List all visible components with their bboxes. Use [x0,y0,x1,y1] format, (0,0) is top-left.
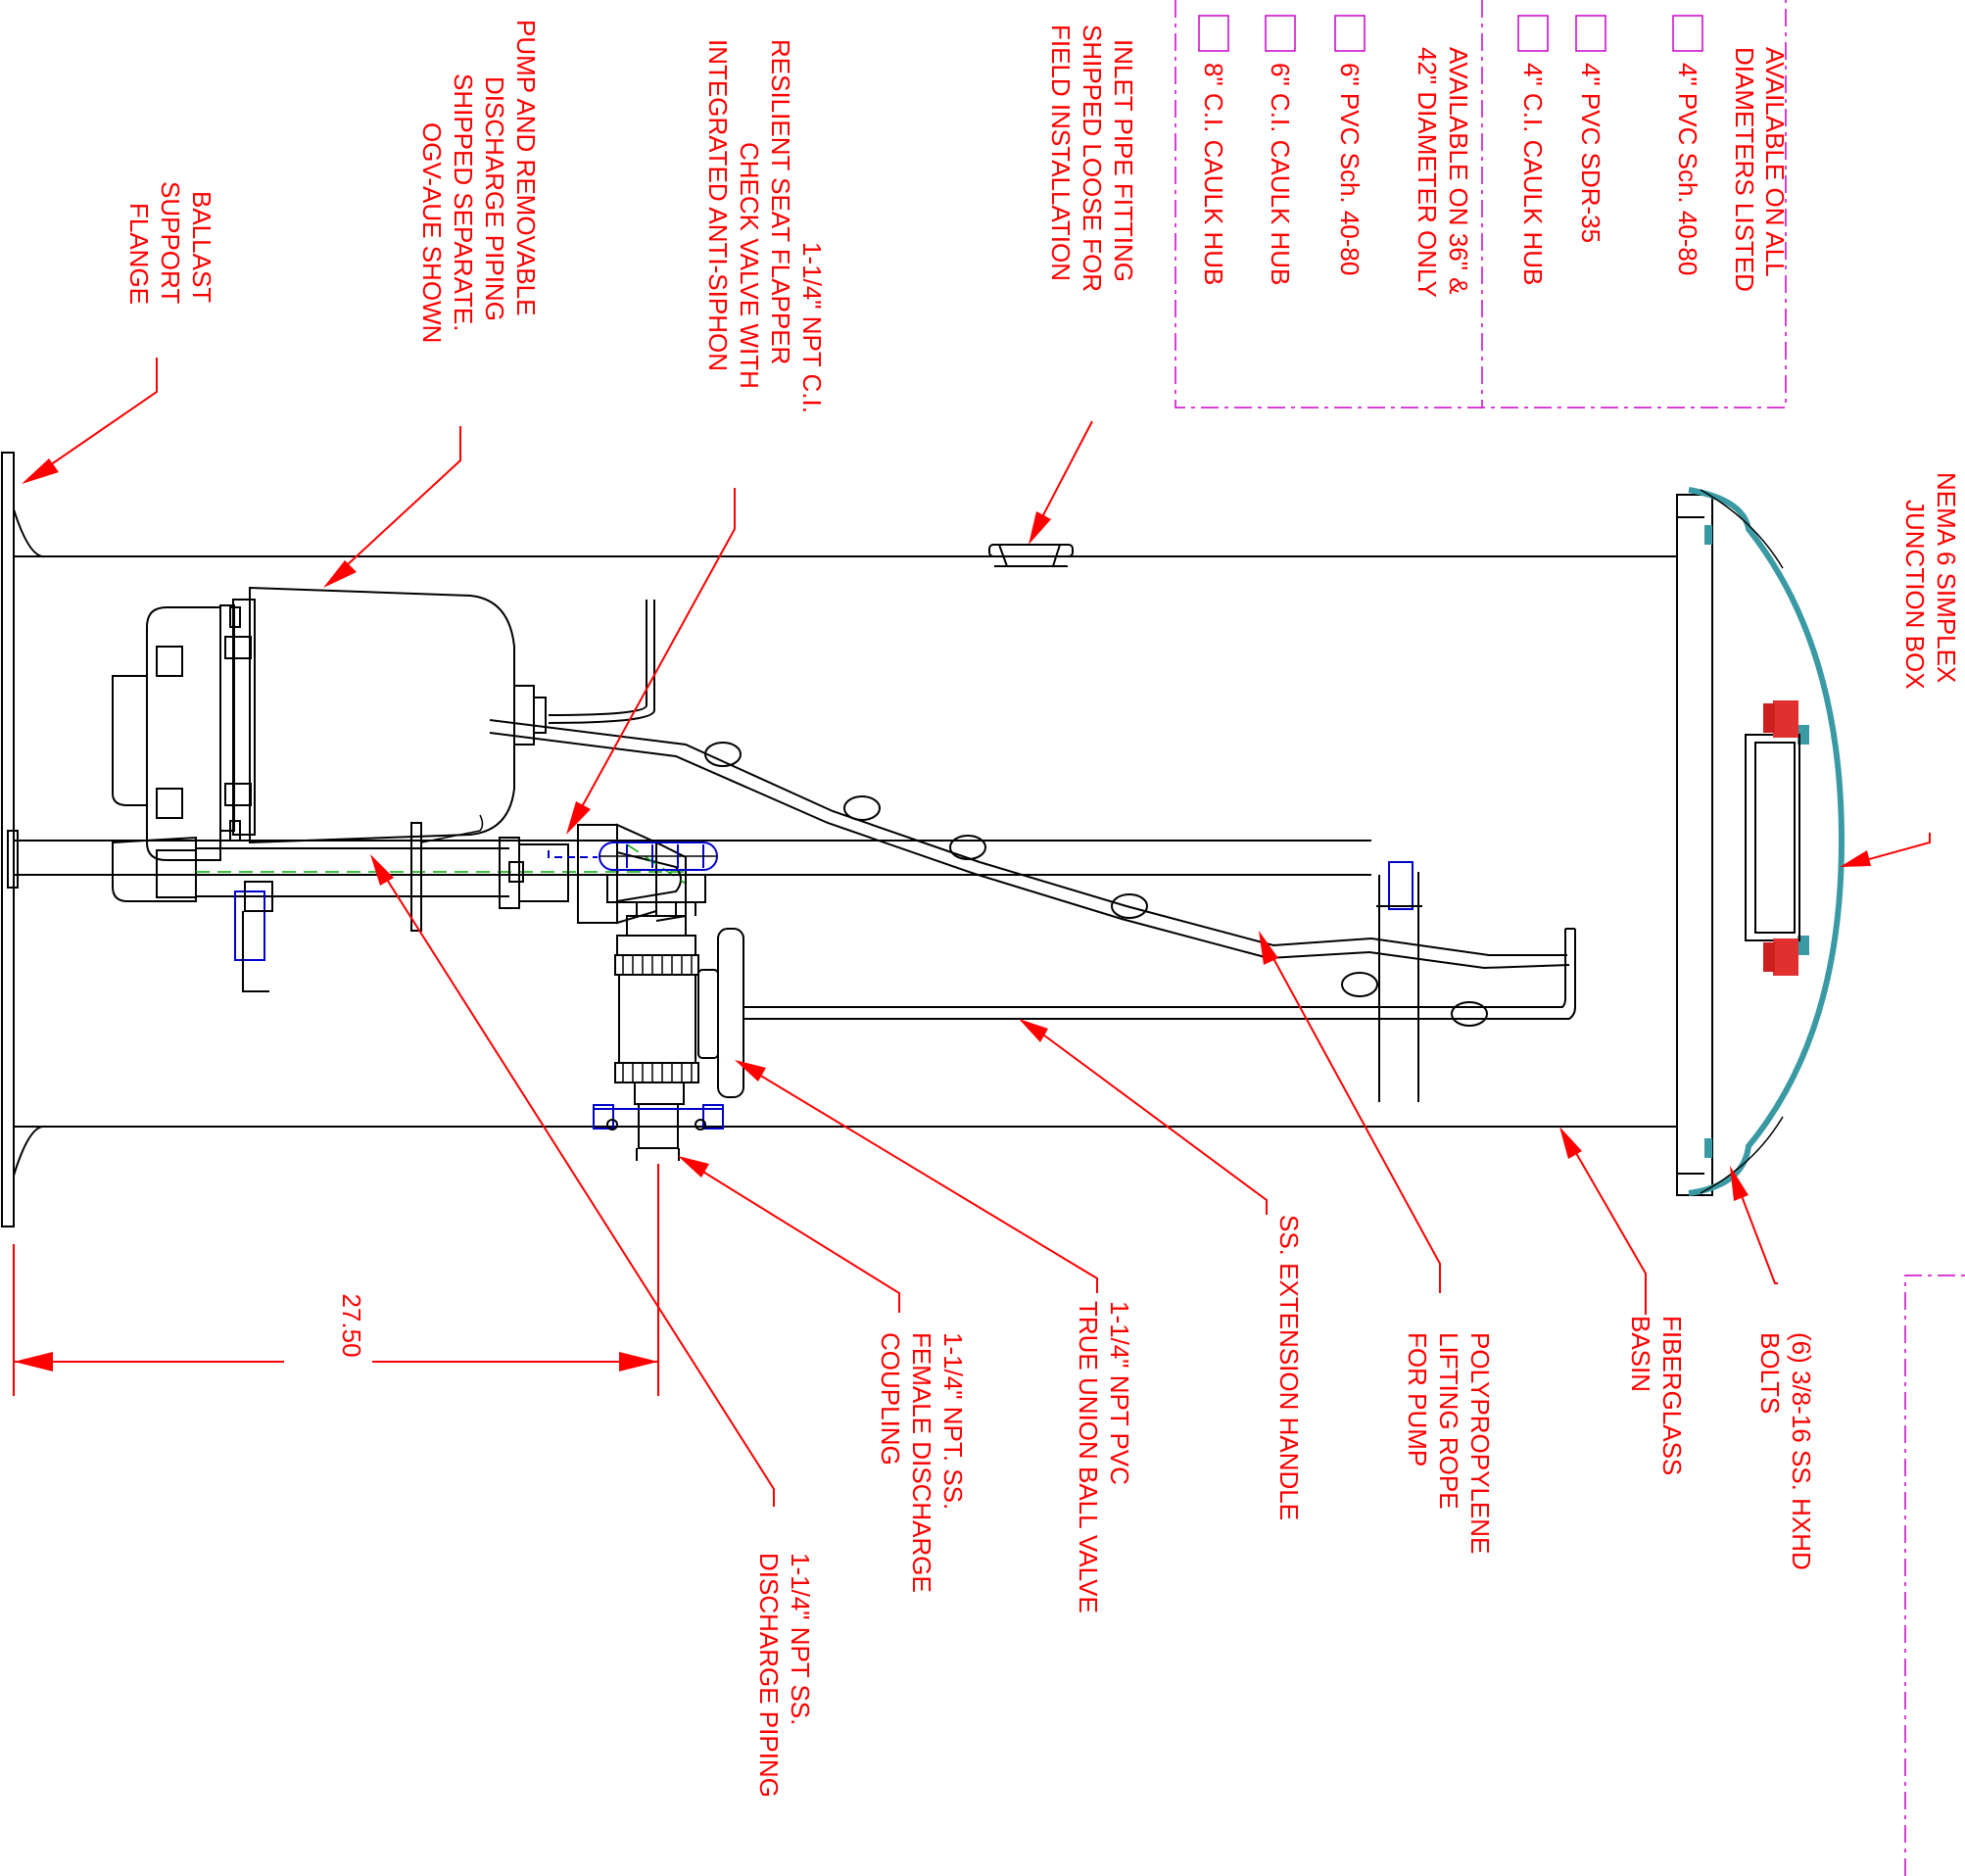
options-all-header-1: AVAILABLE ON ALL [1760,47,1790,277]
label-coupling-1: 1-1/4" NPT. SS. [938,1332,968,1510]
label-inlet-1: INLET PIPE FITTING [1109,39,1138,282]
label-inlet-2: SHIPPED LOOSE FOR [1078,24,1107,292]
label-handle: SS. EXTENSION HANDLE [1274,1215,1304,1520]
guide-bracket [234,890,265,961]
callout-labels: BALLAST SUPPORT FLANGE PUMP AND REMOVABL… [124,20,1961,1798]
label-ball-valve-1: 1-1/4" NPT PVC [1105,1301,1134,1485]
label-coupling-2: FEMALE DISCHARGE [907,1332,936,1593]
cord-grip-bottom [1773,938,1798,976]
checkbox-8in-ci-hub[interactable] [1198,15,1229,52]
option-8in-ci-hub: 8" C.I. CAULK HUB [1199,63,1228,285]
label-basin-2: BASIN [1626,1316,1655,1392]
fiberglass-basin [1,452,1845,1227]
checkbox-6in-pvc-sch[interactable] [1334,15,1366,52]
option-6in-pvc-sch: 6" PVC Sch. 40-80 [1335,63,1365,275]
ball-valve-handle-hub[interactable] [717,928,744,1098]
checkbox-6in-ci-hub[interactable] [1265,15,1296,52]
border-line [1904,1275,1965,1876]
label-nema-2: JUNCTION BOX [1900,500,1930,690]
label-coupling-3: COUPLING [876,1332,905,1466]
label-ballast-3: FLANGE [124,203,154,305]
bolt-top [1704,525,1712,545]
options-all-header-2: DIAMETERS LISTED [1730,47,1759,292]
label-bolts-2: BOLTS [1755,1332,1785,1414]
label-discharge-1: 1-1/4" NPT SS. [786,1553,815,1725]
cord-grip-top [1773,700,1798,738]
ss-extension-handle[interactable] [743,928,1576,1020]
rope-hook [1388,861,1414,910]
label-ballast-1: BALLAST [187,191,216,303]
bolt-bottom [1704,1138,1712,1158]
option-6in-ci-hub: 6" C.I. CAULK HUB [1266,63,1295,285]
pipe-support [548,842,718,871]
label-ballast-2: SUPPORT [156,181,185,304]
discharge-assembly [593,874,744,1161]
dimension-27-50: 27.50 [13,1164,659,1396]
label-discharge-2: DISCHARGE PIPING [754,1553,784,1798]
option-4in-ci-hub: 4" C.I. CAULK HUB [1518,63,1548,285]
pump-assembly [112,586,686,992]
label-pump-1: PUMP AND REMOVABLE [511,20,541,315]
pump-motor [249,586,515,844]
label-ball-valve-2: TRUE UNION BALL VALVE [1074,1301,1103,1613]
label-pump-2: DISCHARGE PIPING [480,76,509,321]
inlet-pipe-fitting [988,544,1074,567]
lifting-rope[interactable] [489,719,1570,1102]
label-basin-1: FIBERGLASS [1657,1316,1687,1475]
ball-valve-body [618,974,696,1064]
nema-junction-box [1745,700,1800,976]
dimension-value: 27.50 [337,1293,366,1357]
options-large-header-2: 42" DIAMETER ONLY [1413,47,1442,298]
option-4in-pvc-sdr: 4" PVC SDR-35 [1576,63,1606,243]
checkbox-4in-pvc-sch[interactable] [1672,15,1703,52]
label-bolts-1: (6) 3/8-16 SS. HXHD [1787,1332,1816,1570]
label-pump-4: OGV-AUE SHOWN [417,122,447,343]
label-check-4: INTEGRATED ANTI-SIPHON [703,39,733,371]
label-rope-1: POLYPROPYLENE [1465,1332,1495,1554]
label-nema-1: NEMA 6 SIMPLEX [1932,472,1961,683]
option-4in-pvc-sch: 4" PVC Sch. 40-80 [1673,63,1702,275]
checkbox-4in-ci-hub[interactable] [1517,15,1549,52]
checkbox-4in-pvc-sdr[interactable] [1575,15,1606,52]
inlet-options-box: AVAILABLE ON ALL DIAMETERS LISTED 4" PVC… [1174,0,1790,409]
label-check-2: RESILIENT SEAT FLAPPER [766,39,795,364]
label-rope-3: FOR PUMP [1403,1332,1432,1467]
junction-box-dome [1688,487,1845,1196]
label-rope-2: LIFTING ROPE [1434,1332,1463,1510]
leader-lines [22,358,1931,1507]
label-pump-3: SHIPPED SEPARATE. [449,73,478,331]
options-large-header-1: AVAILABLE ON 36" & [1444,47,1473,295]
label-check-1: 1-1/4" NPT C.I. [797,242,827,413]
label-check-3: CHECK VALVE WITH [735,142,764,389]
label-inlet-3: FIELD INSTALLATION [1046,24,1076,281]
